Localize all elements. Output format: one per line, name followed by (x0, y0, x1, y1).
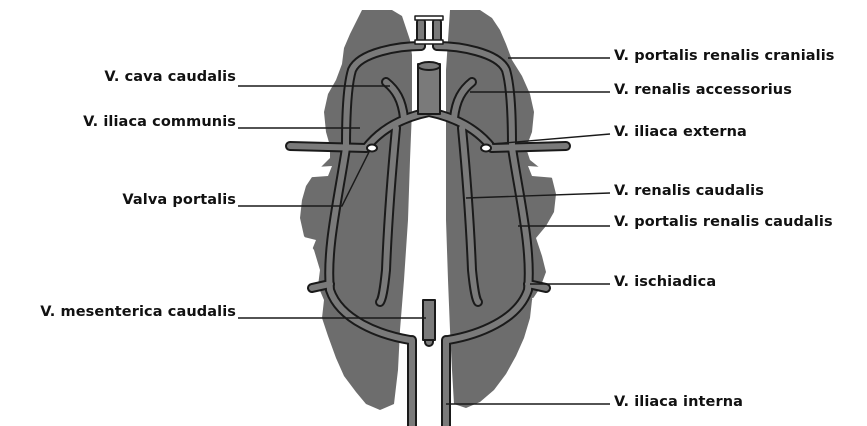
label-iliaca-communis: V. iliaca communis (83, 113, 236, 131)
label-cava-caudalis: V. cava caudalis (104, 68, 236, 86)
label-iliaca-externa: V. iliaca externa (614, 123, 747, 141)
label-valva-portalis: Valva portalis (122, 191, 236, 209)
label-iliaca-interna: V. iliaca interna (614, 393, 743, 411)
label-ischiadica: V. ischiadica (614, 273, 716, 291)
label-portalis-renalis-cranialis: V. portalis renalis cranialis (614, 47, 835, 65)
label-renalis-caudalis: V. renalis caudalis (614, 182, 764, 200)
label-renalis-accessorius: V. renalis accessorius (614, 81, 792, 99)
label-portalis-renalis-caudalis: V. portalis renalis caudalis (614, 213, 833, 231)
label-mesenterica-caudalis: V. mesenterica caudalis (40, 303, 236, 321)
